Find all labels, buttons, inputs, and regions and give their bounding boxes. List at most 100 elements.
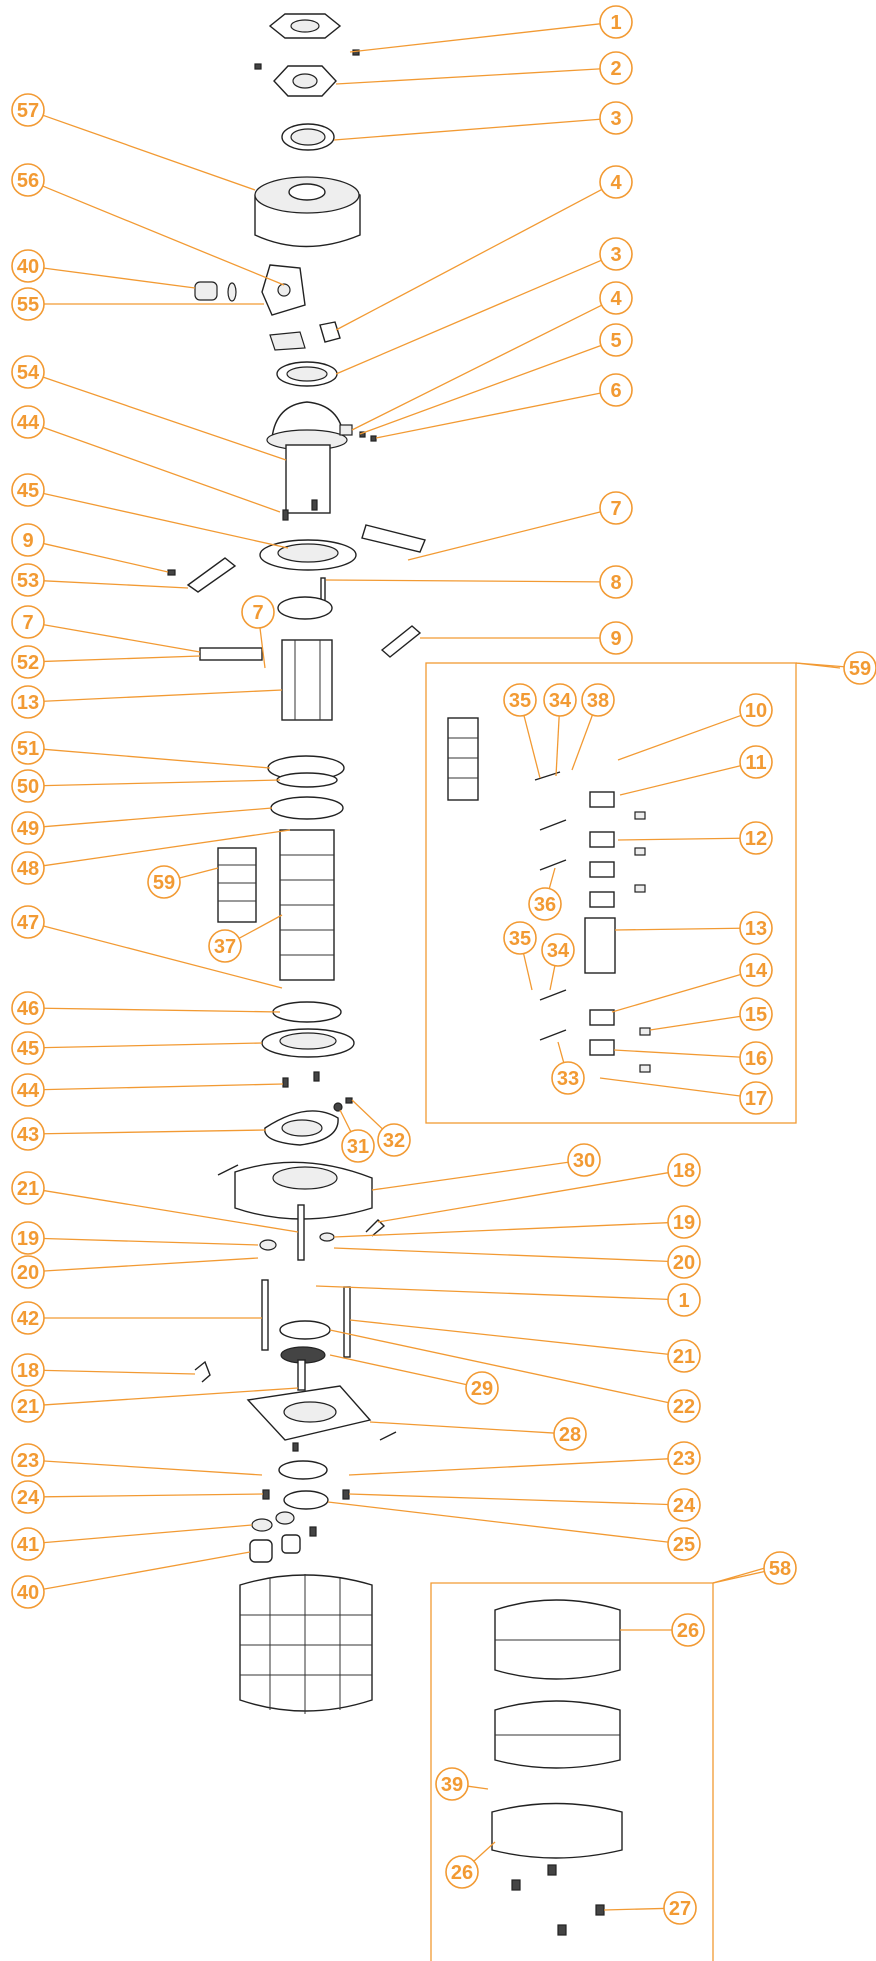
- callout-label: 43: [17, 1124, 39, 1146]
- callout-bubble: 4: [599, 281, 633, 315]
- callout-bubble: 38: [581, 683, 615, 717]
- callout-leader: [43, 1387, 299, 1406]
- part-screw: [313, 1071, 320, 1082]
- callout-circle: [11, 1353, 45, 1387]
- part-spring-contact: [539, 819, 567, 831]
- callout-bubble: 21: [11, 1171, 45, 1205]
- part-spring-contact: [539, 859, 567, 871]
- callout-leader: [348, 1458, 669, 1476]
- callout-label: 41: [17, 1534, 39, 1556]
- part-gland-nut: [275, 1511, 295, 1525]
- part-side-rod-left: [261, 1279, 269, 1351]
- callout-bubble: 35: [503, 921, 537, 955]
- callout-label: 56: [17, 170, 39, 192]
- callout-circle: [11, 731, 45, 765]
- callout-leader: [325, 579, 601, 583]
- callout-bubble: 31: [341, 1129, 375, 1163]
- callout-circle: [763, 1551, 797, 1585]
- callout-label: 25: [673, 1534, 695, 1556]
- callout-label: 17: [745, 1088, 767, 1110]
- callout-circle: [11, 405, 45, 439]
- part-gland-nut: [251, 1518, 273, 1532]
- callout-leader: [359, 344, 602, 435]
- callout-label: 21: [673, 1346, 695, 1368]
- callout-leader: [43, 779, 281, 787]
- callout-leader: [43, 1369, 196, 1375]
- callout-leader: [43, 1237, 259, 1246]
- callout-label: 42: [17, 1308, 39, 1330]
- callout-circle: [208, 929, 242, 963]
- part-side-bar-right: [361, 524, 426, 553]
- callout-bubble: 17: [739, 1081, 773, 1115]
- part-pin-32: [345, 1097, 353, 1104]
- part-spring-contact: [539, 989, 567, 1001]
- callout-circle: [11, 1389, 45, 1423]
- callout-bubble: 19: [11, 1221, 45, 1255]
- callout-circle: [599, 491, 633, 525]
- part-ring-8: [277, 596, 333, 620]
- part-side-plug: [339, 424, 353, 436]
- callout-circle: [667, 1153, 701, 1187]
- part-ring-25: [283, 1490, 329, 1510]
- callout-bubble: 1: [599, 5, 633, 39]
- callout-circle: [11, 811, 45, 845]
- callout-circle: [667, 1205, 701, 1239]
- part-holder: [589, 861, 615, 878]
- callout-label: 11: [745, 752, 766, 774]
- part-hex-nut-hole: [292, 73, 318, 89]
- callout-circle: [341, 1129, 375, 1163]
- callout-label: 6: [610, 380, 621, 402]
- callout-leader: [43, 624, 201, 653]
- part-screw: [311, 499, 318, 511]
- callout-circle: [377, 1123, 411, 1157]
- callout-bubble: 39: [435, 1767, 469, 1801]
- callout-bubble: 5: [599, 323, 633, 357]
- part-ring-top-inner: [290, 128, 326, 146]
- callout-label: 50: [17, 776, 39, 798]
- callout-circle: [11, 1221, 45, 1255]
- callout-label: 32: [383, 1130, 405, 1152]
- callout-bubble: 6: [599, 373, 633, 407]
- callout-circle: [739, 911, 773, 945]
- callout-circle: [11, 287, 45, 321]
- part-flange-bottom-inner: [279, 1032, 337, 1050]
- part-mount-plate-hole: [283, 1401, 337, 1423]
- callout-bubble: 10: [739, 693, 773, 727]
- callout-circle: [667, 1488, 701, 1522]
- callout-circle: [667, 1283, 701, 1317]
- callout-bubble: 46: [11, 991, 45, 1025]
- callout-circle: [567, 1143, 601, 1177]
- callout-circle: [435, 1767, 469, 1801]
- part-rod-cage: [281, 639, 333, 721]
- callout-leader: [617, 714, 742, 761]
- callout-leader: [335, 188, 603, 331]
- part-cable-gland-bottom: [249, 1539, 273, 1563]
- callout-label: 7: [610, 498, 621, 520]
- part-washer: [259, 1239, 277, 1251]
- part-seal-22: [279, 1320, 331, 1340]
- callout-label: 35: [509, 690, 531, 712]
- callout-circle: [667, 1389, 701, 1423]
- callout-label: 9: [610, 628, 621, 650]
- part-holder: [589, 891, 615, 908]
- callout-leader: [548, 867, 556, 889]
- callout-circle: [671, 1613, 705, 1647]
- subassembly-58-parts: [491, 1599, 623, 1936]
- callout-bubble: 50: [11, 769, 45, 803]
- callout-circle: [739, 1041, 773, 1075]
- callout-circle: [667, 1441, 701, 1475]
- callout-circle: [599, 621, 633, 655]
- callout-circle: [11, 1171, 45, 1205]
- callout-bubble: 58: [763, 1551, 797, 1585]
- callout-label: 26: [451, 1862, 473, 1884]
- callout-leader: [43, 1551, 251, 1590]
- callout-label: 38: [587, 690, 609, 712]
- callout-bubble: 27: [663, 1891, 697, 1925]
- part-ring-49: [270, 796, 344, 820]
- callout-bubble: 59: [843, 651, 876, 685]
- callout-label: 33: [557, 1068, 579, 1090]
- part-base-plate-hole: [272, 1166, 338, 1190]
- callout-leader: [557, 1041, 565, 1063]
- callout-circle: [663, 1891, 697, 1925]
- callout-label: 28: [559, 1424, 581, 1446]
